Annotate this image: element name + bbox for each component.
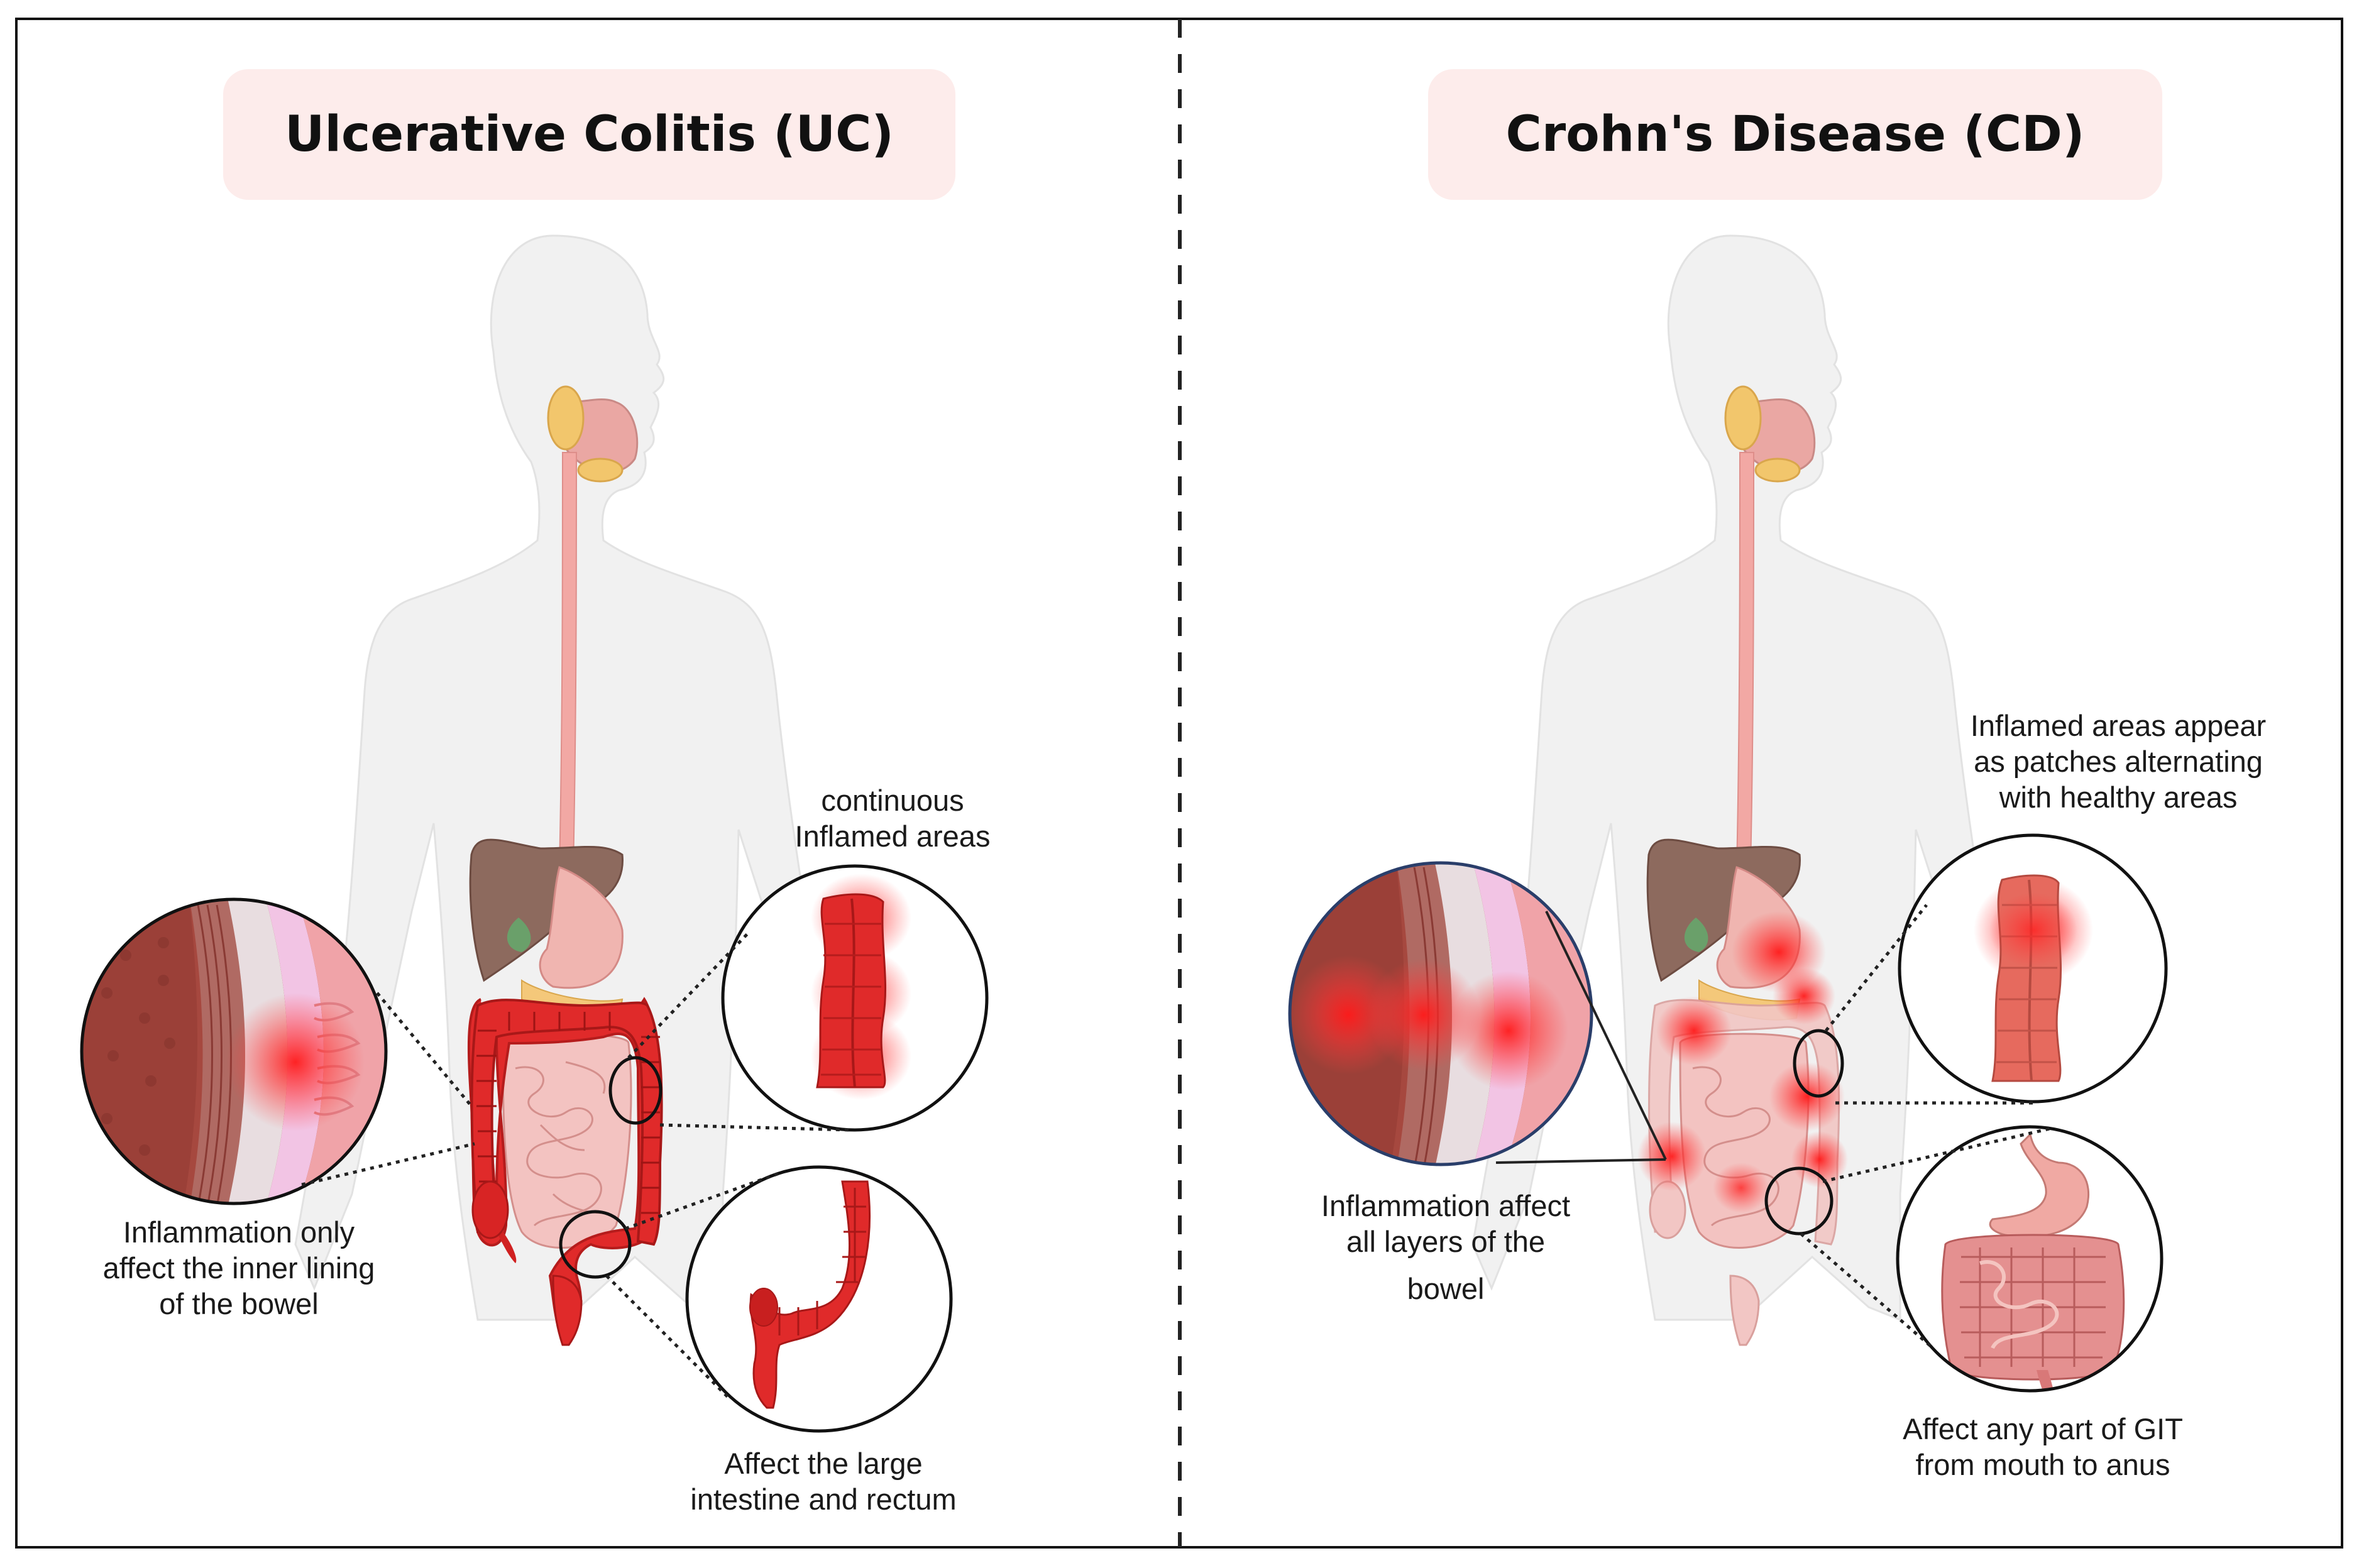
cd-title-box: Crohn's Disease (CD) (1428, 69, 2162, 200)
uc-label-large-intestine-line1: Affect the large (724, 1447, 923, 1480)
uc-label-inner-lining: Inflammation only affect the inner linin… (63, 1214, 415, 1322)
cd-label-patches-line2: as patches alternating (1974, 745, 2263, 778)
cd-label-patches-line3: with healthy areas (1999, 781, 2238, 814)
cd-human-body-silhouette (1471, 234, 2002, 1322)
uc-title-box: Ulcerative Colitis (UC) (223, 69, 955, 200)
uc-label-large-intestine-line2: intestine and rectum (690, 1483, 957, 1516)
uc-label-inner-lining-line1: Inflammation only (123, 1215, 355, 1249)
cd-label-any-part-line2: from mouth to anus (1915, 1448, 2170, 1481)
uc-label-inner-lining-line3: of the bowel (159, 1287, 319, 1320)
cd-label-all-layers-line1: Inflammation affect (1321, 1189, 1571, 1222)
cd-stomach-and-intestines (1896, 1125, 2164, 1393)
uc-label-large-intestine: Affect the large intestine and rectum (647, 1445, 999, 1517)
cd-label-patches: Inflamed areas appear as patches alterna… (1905, 708, 2332, 815)
uc-digestive-tract-illustration (467, 385, 663, 1346)
cd-label-all-layers-line3: bowel (1407, 1272, 1485, 1305)
uc-label-continuous: continuous Inflamed areas (742, 782, 1043, 854)
cd-label-any-part: Affect any part of GIT from mouth to anu… (1842, 1411, 2244, 1483)
uc-rectum-illustration (685, 1165, 953, 1433)
uc-colon-segment (721, 864, 989, 1132)
cd-label-all-layers-line2: all layers of the (1346, 1225, 1546, 1258)
cd-colon-segment (1898, 833, 2168, 1104)
uc-bowel-wall-cross-section (80, 897, 388, 1205)
cd-label-patches-line1: Inflamed areas appear (1970, 709, 2267, 742)
cd-label-any-part-line1: Affect any part of GIT (1903, 1412, 2183, 1445)
cd-digestive-tract-illustration (1637, 385, 1848, 1346)
uc-label-continuous-line1: continuous (821, 784, 964, 817)
uc-label-inner-lining-line2: affect the inner lining (102, 1251, 375, 1285)
uc-label-continuous-line2: Inflamed areas (795, 820, 991, 853)
cd-bowel-wall-cross-section (1288, 861, 1593, 1166)
cd-title: Crohn's Disease (CD) (1505, 106, 2085, 163)
uc-title: Ulcerative Colitis (UC) (284, 106, 894, 163)
uc-human-body-silhouette (294, 234, 825, 1322)
cd-label-all-layers: Inflammation affect all layers of the bo… (1270, 1188, 1622, 1307)
